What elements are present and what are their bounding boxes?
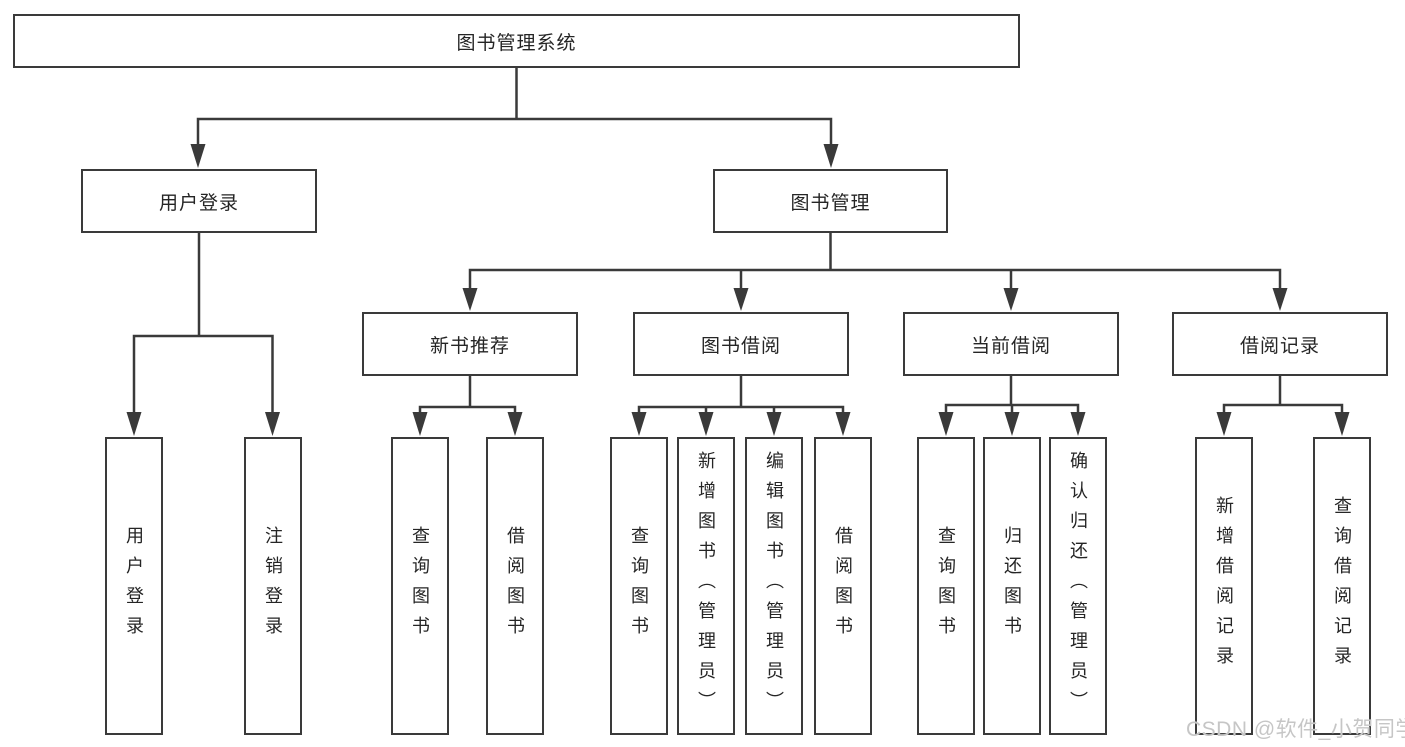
connector-bookmgmt-to-level2 <box>468 231 1282 292</box>
node-current-borrow: 当前借阅 <box>903 312 1119 376</box>
leaf-borrow-books-recommend: 借阅图书 <box>486 437 544 735</box>
node-label: 确认归还（管理员） <box>1068 451 1088 721</box>
node-book-borrow: 图书借阅 <box>633 312 849 376</box>
node-user-login: 用户登录 <box>81 169 317 233</box>
leaf-add-borrow-record: 新增借阅记录 <box>1195 437 1253 735</box>
leaf-return-book: 归还图书 <box>983 437 1041 735</box>
csdn-watermark: CSDN @软件_小贺同学 <box>1186 718 1405 741</box>
node-label: 借阅图书 <box>833 526 853 646</box>
node-label: 查询图书 <box>410 526 430 646</box>
node-library-system: 图书管理系统 <box>13 14 1020 68</box>
leaf-logout: 注销登录 <box>244 437 302 735</box>
connector-userlogin-to-leaves <box>132 231 274 415</box>
node-book-management: 图书管理 <box>713 169 948 233</box>
node-label: 借阅记录 <box>1239 335 1320 357</box>
leaf-query-books-recommend: 查询图书 <box>391 437 449 735</box>
connector-records-to-leaves <box>1222 374 1344 416</box>
node-label: 图书管理系统 <box>456 32 577 54</box>
node-label: 注销登录 <box>263 526 283 646</box>
leaf-borrow-books: 借阅图书 <box>814 437 872 735</box>
connector-newbook-to-leaves <box>418 374 517 416</box>
leaf-query-borrow-record: 查询借阅记录 <box>1313 437 1371 735</box>
leaf-confirm-return-admin: 确认归还（管理员） <box>1049 437 1107 735</box>
node-label: 查询借阅记录 <box>1332 496 1352 676</box>
node-label: 归还图书 <box>1002 526 1022 646</box>
node-label: 新增图书（管理员） <box>696 451 716 721</box>
leaf-add-book-admin: 新增图书（管理员） <box>677 437 735 735</box>
node-label: 图书管理 <box>790 192 871 214</box>
node-label: 新增借阅记录 <box>1214 496 1234 676</box>
node-label: 当前借阅 <box>970 335 1051 357</box>
node-label: 用户登录 <box>124 526 144 646</box>
leaf-query-books-current: 查询图书 <box>917 437 975 735</box>
node-label: 查询图书 <box>936 526 956 646</box>
node-label: 借阅图书 <box>505 526 525 646</box>
connector-root-to-level1 <box>196 65 833 148</box>
leaf-user-login: 用户登录 <box>105 437 163 735</box>
node-new-book-recommend: 新书推荐 <box>362 312 578 376</box>
node-label: 图书借阅 <box>700 335 781 357</box>
arrowheads <box>126 144 1350 436</box>
node-label: 用户登录 <box>158 192 239 214</box>
connector-borrow-to-leaves <box>637 374 845 416</box>
node-label: 查询图书 <box>629 526 649 646</box>
leaf-edit-book-admin: 编辑图书（管理员） <box>745 437 803 735</box>
node-label: 编辑图书（管理员） <box>764 451 784 721</box>
leaf-query-books-borrow: 查询图书 <box>610 437 668 735</box>
node-borrow-records: 借阅记录 <box>1172 312 1388 376</box>
node-label: 新书推荐 <box>429 335 510 357</box>
connector-current-to-leaves <box>944 374 1080 416</box>
